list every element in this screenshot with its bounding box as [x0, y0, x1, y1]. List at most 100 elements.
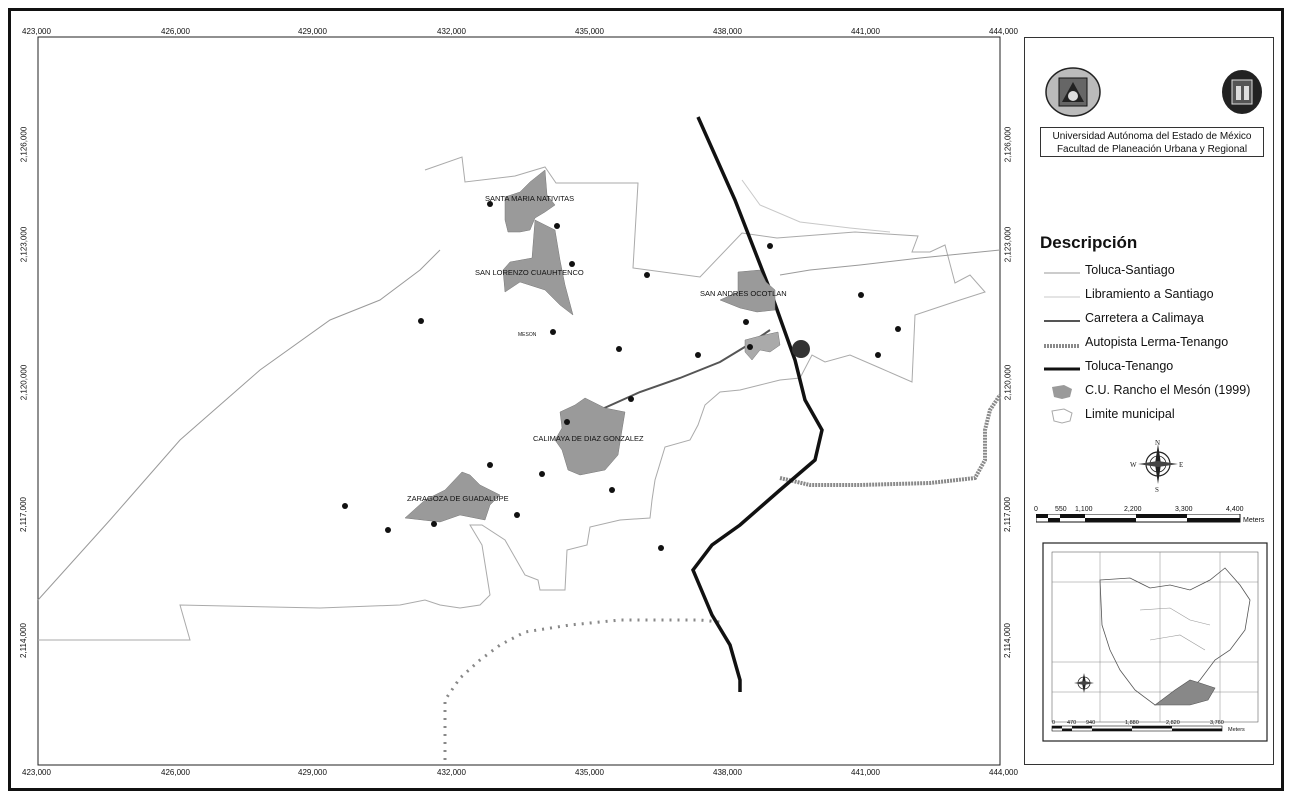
inset-map[interactable]: 0 470 940 1,880 2,820 3,760 Meters [1040, 540, 1270, 745]
legend-label: Limite municipal [1085, 407, 1175, 421]
legend-symbol-line [1044, 344, 1080, 348]
legend-item-limite: Limite municipal [1036, 405, 1268, 427]
compass-e: E [1179, 461, 1183, 469]
scale-unit: Meters [1243, 517, 1265, 524]
legend-item-libramiento: Libramiento a Santiago [1036, 285, 1268, 307]
legend-item-toluca-tenango: Toluca-Tenango [1036, 357, 1268, 379]
road-autopista [779, 393, 1002, 487]
road-toluca-santiago [37, 249, 441, 601]
university-name: Universidad Autónoma del Estado de Méxic… [1052, 131, 1252, 142]
place-san-lorenzo-polygon [502, 219, 574, 316]
locality-point [644, 272, 650, 278]
x-tick: 423,000 [22, 768, 51, 777]
place-zaragoza-polygon [404, 471, 501, 523]
x-tick: 435,000 [575, 768, 604, 777]
scale-tick: 1,100 [1075, 506, 1093, 513]
locality-point [875, 352, 881, 358]
inset-municipality [1154, 679, 1216, 706]
scale-tick: 0 [1034, 506, 1038, 513]
municipal-boundary [38, 156, 986, 641]
place-calimaya-polygon [554, 397, 626, 476]
locality-point [431, 521, 437, 527]
x-tick: 444,000 [989, 27, 1018, 36]
faculty-logo [1222, 70, 1262, 114]
map-neatline [37, 36, 1001, 766]
legend-symbol-line [1044, 367, 1080, 371]
inset-scale-tick: 940 [1086, 720, 1095, 726]
locality-point [514, 512, 520, 518]
legend-label: Libramiento a Santiago [1085, 287, 1214, 301]
road-toluca-tenango [690, 116, 824, 692]
x-tick: 435,000 [575, 27, 604, 36]
x-tick: 438,000 [713, 27, 742, 36]
road-toluca-santiago-2 [779, 249, 1001, 276]
locality-point [767, 243, 773, 249]
locality-point [616, 346, 622, 352]
cu-rancho-marker [792, 340, 810, 358]
scale-tick: 4,400 [1226, 506, 1244, 513]
legend-label: Carretera a Calimaya [1085, 311, 1204, 325]
inset-scale-tick: 2,820 [1166, 720, 1180, 726]
x-tick: 444,000 [989, 768, 1018, 777]
inset-scale-tick: 470 [1067, 720, 1076, 726]
locality-point [487, 462, 493, 468]
place-label-santa-maria: SANTA MARIA NATIVITAS [485, 194, 574, 203]
legend-symbol-outline [1051, 408, 1073, 424]
locality-point [895, 326, 901, 332]
x-tick: 426,000 [161, 27, 190, 36]
legend-symbol-polygon [1052, 385, 1072, 399]
locality-point [658, 545, 664, 551]
legend-item-autopista: Autopista Lerma-Tenango [1036, 333, 1268, 355]
compass-rose: N S E W [1130, 439, 1183, 494]
scale-bar-graphic [1036, 514, 1241, 523]
x-tick: 423,000 [22, 27, 51, 36]
x-tick: 441,000 [851, 27, 880, 36]
scale-tick: 3,300 [1175, 506, 1193, 513]
uaem-logo [1045, 67, 1101, 117]
cu-rancho-polygon [744, 331, 781, 361]
scale-tick: 550 [1055, 506, 1067, 513]
locality-point [609, 487, 615, 493]
legend-item-carretera-calimaya: Carretera a Calimaya [1036, 309, 1268, 331]
inset-roads [1139, 607, 1211, 651]
inset-boundary [1099, 567, 1251, 706]
compass-n: N [1155, 439, 1160, 447]
scale-tick: 2,200 [1124, 506, 1142, 513]
road-libramiento [741, 179, 891, 233]
locality-point [539, 471, 545, 477]
locality-point [695, 352, 701, 358]
place-san-andres-polygon [719, 269, 776, 313]
legend-item-toluca-santiago: Toluca-Santiago [1036, 261, 1268, 283]
x-tick: 432,000 [437, 768, 466, 777]
locality-point [342, 503, 348, 509]
inset-scale-tick: 0 [1052, 720, 1055, 726]
locality-point [747, 344, 753, 350]
legend-symbol-line [1044, 296, 1080, 298]
locality-point [418, 318, 424, 324]
road-dotted-south [443, 618, 721, 760]
legend-item-cu-rancho: C.U. Rancho el Mesón (1999) [1036, 381, 1268, 403]
place-santa-maria-polygon [504, 169, 556, 233]
faculty-name: Facultad de Planeación Urbana y Regional [1056, 144, 1248, 155]
compass-s: S [1155, 486, 1159, 494]
place-label-san-andres: SAN ANDRES OCOTLAN [700, 289, 787, 298]
locality-point [628, 396, 634, 402]
legend-label: C.U. Rancho el Mesón (1999) [1085, 383, 1251, 397]
place-label-calimaya: CALIMAYA DE DIAZ GONZALEZ [533, 434, 644, 443]
place-label-zaragoza: ZARAGOZA DE GUADALUPE [407, 494, 509, 503]
x-tick: 438,000 [713, 768, 742, 777]
inset-scale-unit: Meters [1228, 727, 1245, 733]
legend-label: Toluca-Tenango [1085, 359, 1174, 373]
legend-title: Descripción [1040, 233, 1138, 252]
locality-point [487, 201, 493, 207]
locality-point [569, 261, 575, 267]
x-tick: 429,000 [298, 27, 327, 36]
map-frame [8, 8, 1284, 791]
locality-point [858, 292, 864, 298]
x-tick: 441,000 [851, 768, 880, 777]
legend-symbol-line [1044, 320, 1080, 322]
locality-point [550, 329, 556, 335]
legend-symbol-line [1044, 272, 1080, 274]
inset-scale-tick: 3,760 [1210, 720, 1224, 726]
